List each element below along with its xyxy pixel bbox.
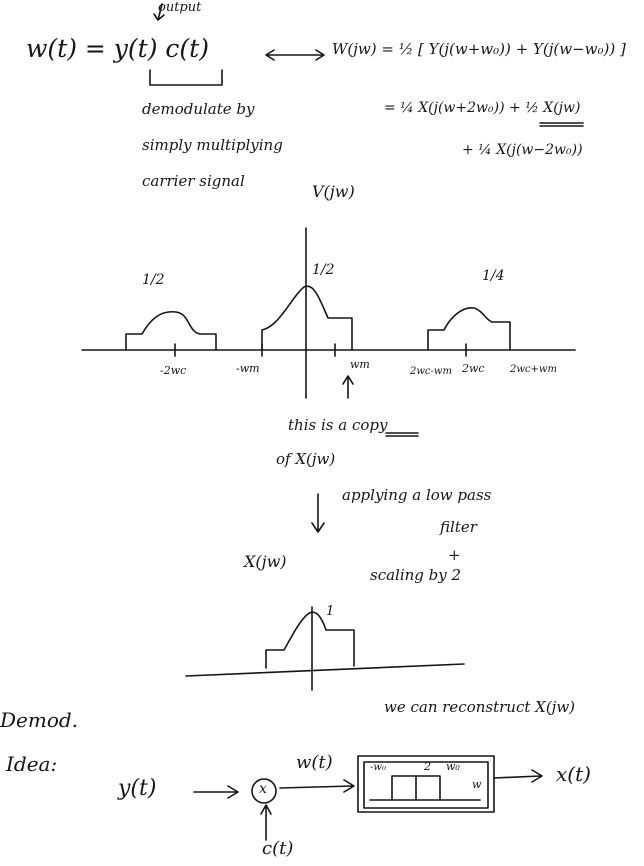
demod-note-line2: simply multiplying	[142, 136, 283, 154]
spectrum1-ticks	[174, 343, 467, 357]
spectrum2-axes	[185, 606, 465, 691]
demod-output-label: x(t)	[556, 762, 591, 786]
expansion-line1: = ¼ X(j(w+2w₀)) + ½ X(jw)	[384, 100, 581, 116]
spectrum1-amp-right: 1/4	[482, 268, 505, 284]
multiplier-symbol: x	[259, 781, 267, 797]
multiplier-circle	[251, 778, 277, 804]
lowpass-line1: applying a low pass	[342, 486, 492, 504]
spectrum2-amp: 1	[326, 604, 335, 619]
mid-signal-label: w(t)	[296, 752, 333, 773]
arrow-mult-to-filter	[279, 779, 355, 793]
arrow-y-to-mult	[193, 785, 239, 799]
spectrum1-amp-center: 1/2	[312, 262, 335, 278]
spectrum1-axes	[81, 227, 576, 399]
underline-half-x	[539, 122, 584, 127]
tick-label-2wc-minus-wm: 2wc-wm	[410, 366, 452, 377]
arrow-filter-to-out	[493, 769, 543, 783]
copy-note-prefix: this is a	[288, 416, 348, 434]
tick-label-neg-2wc: -2wc	[160, 364, 187, 377]
copy-note-line2: of X(jw)	[276, 450, 336, 468]
copy-note-line1: this is a copy	[288, 416, 387, 434]
lowpass-line2: filter	[440, 518, 477, 536]
tick-label-neg-wm: -wm	[236, 362, 260, 375]
filter-left-label: -w₀	[370, 762, 386, 773]
copy-underline	[385, 432, 419, 437]
spectrum2-curve	[265, 611, 355, 669]
output-arrow	[153, 3, 165, 21]
bracket-underline	[149, 69, 223, 86]
filter-box-inner	[363, 761, 489, 809]
tick-label-wm: wm	[350, 358, 370, 371]
tick-label-2wc-plus-wm: 2wc+wm	[510, 364, 557, 375]
demod-note-line3: carrier signal	[142, 172, 245, 190]
equation-rhs: W(jw) = ½ [ Y(j(w+w₀)) + Y(j(w−w₀)) ]	[332, 40, 626, 58]
demod-title-line1: Demod.	[0, 708, 79, 732]
lowpass-plus: +	[448, 546, 461, 564]
spectrum2-title: X(jw)	[244, 552, 287, 571]
spectrum1-amp-left: 1/2	[142, 272, 165, 288]
carrier-label: c(t)	[262, 838, 294, 859]
demod-title-line2: Idea:	[6, 752, 58, 776]
tick-label-2wc: 2wc	[462, 362, 485, 375]
double-arrow	[265, 49, 325, 61]
filter-right-label: w₀	[446, 760, 460, 773]
filter-axis-label: w	[472, 778, 482, 791]
copy-note-word: copy	[351, 416, 388, 434]
copy-pointer-arrow	[342, 375, 354, 399]
lowpass-line3: scaling by 2	[370, 566, 462, 584]
lowpass-down-arrow	[311, 493, 325, 533]
reconstruct-note: we can reconstruct X(jw)	[384, 698, 576, 716]
demod-note-line1: demodulate by	[142, 100, 255, 118]
output-label: output	[158, 0, 202, 15]
spectrum1-curves	[125, 285, 511, 351]
arrow-c-to-mult	[260, 804, 272, 841]
demod-input-label: y(t)	[118, 776, 157, 801]
equation-lhs: w(t) = y(t) c(t)	[26, 34, 209, 63]
filter-response	[369, 775, 481, 801]
filter-gain-label: 2	[424, 760, 431, 773]
expansion-line2: + ¼ X(j(w−2w₀))	[462, 142, 583, 158]
filter-box-outer	[357, 755, 495, 813]
spectrum1-title: V(jw)	[312, 182, 355, 201]
